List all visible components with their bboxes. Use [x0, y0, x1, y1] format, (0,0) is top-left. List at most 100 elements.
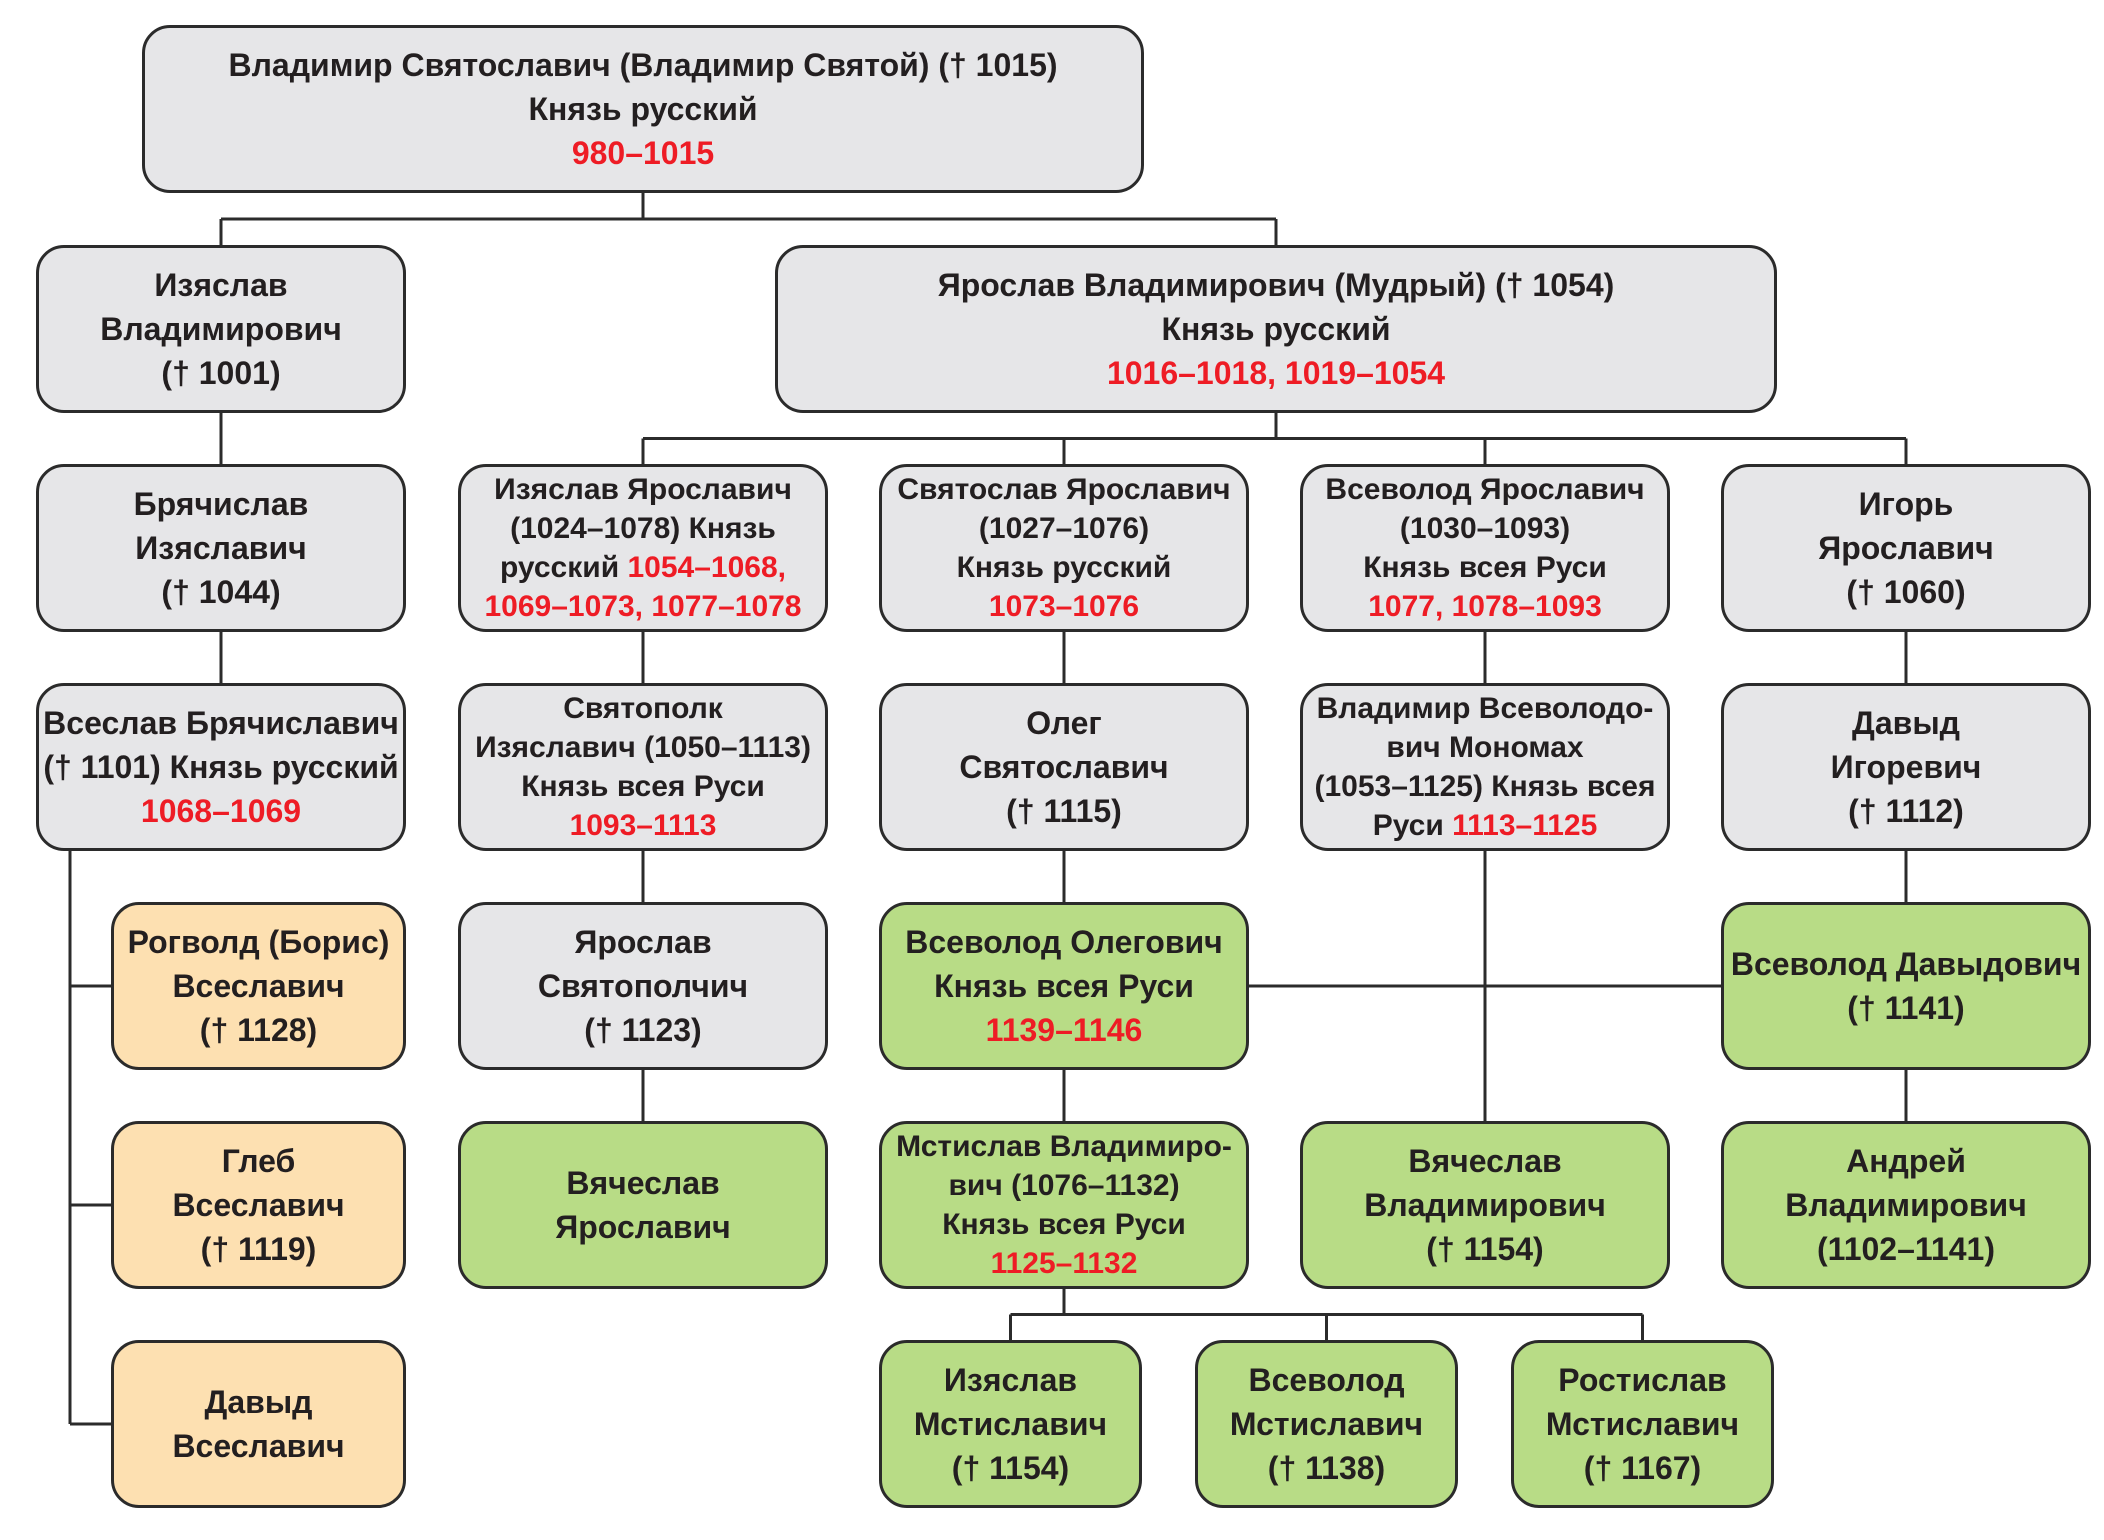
reign-dates: 1016–1018, 1019–1054: [1106, 355, 1446, 391]
person-box-line: Давыд: [1852, 705, 1960, 741]
person-box-line: Игоревич: [1830, 749, 1982, 785]
person-box-rogvold-vseslavich: Рогволд (Борис) Всеславич († 1128): [111, 902, 406, 1070]
reign-dates: 1125–1132: [990, 1247, 1138, 1280]
person-box-line: Ярослав Владимирович (Мудрый) († 1054): [937, 267, 1615, 303]
person-box-line: Глеб: [221, 1143, 296, 1179]
person-box-line: Всеслав Брячиславич: [43, 705, 399, 741]
person-box-line: Ярославич: [555, 1209, 731, 1245]
person-box-line: Изяслав: [943, 1362, 1078, 1398]
person-box-line: (1030–1093): [1399, 512, 1571, 545]
person-text: Руси: [1372, 809, 1453, 842]
person-box-line: Всеславич: [172, 968, 345, 1004]
person-box-line: Ярослав: [574, 924, 712, 960]
person-box-line: Князь всея Руси: [1363, 551, 1607, 584]
person-box-line: († 1154): [1426, 1231, 1544, 1267]
person-box-vsevolod-yaroslavich: Всеволод Ярославич (1030–1093) Князь всея …: [1300, 464, 1670, 632]
person-box-line: († 1060): [1846, 574, 1966, 610]
person-box-line: Князь всея Руси: [942, 1208, 1186, 1241]
person-box-vladimir-svyatoslavich: Владимир Святославич (Владимир Святой) (…: [142, 25, 1144, 193]
person-box-line: Святослав Ярославич: [897, 473, 1231, 506]
person-box-line: Мстислав Владимиро-: [896, 1130, 1232, 1163]
person-box-line: Изяслав Ярославич: [494, 473, 792, 506]
person-box-line: (1053–1125) Князь всея: [1314, 770, 1656, 803]
person-box-line: Изяслав: [154, 267, 288, 303]
person-box-line: Князь всея Руси: [934, 968, 1194, 1004]
person-box-line: († 1044): [161, 574, 281, 610]
person-box-line: Князь всея Руси: [521, 770, 765, 803]
person-box-line: Всеславич: [172, 1187, 345, 1223]
person-box-line: Всеволод Ярославич: [1325, 473, 1645, 506]
person-box-line: Владимирович: [1364, 1187, 1606, 1223]
reign-dates: 1054–1068,: [627, 551, 786, 584]
person-box-line: Владимир Всеволодо-: [1316, 692, 1654, 725]
person-box-line: Руси 1113–1125: [1373, 806, 1598, 845]
person-box-line: († 1119): [200, 1231, 317, 1267]
person-box-svyatoslav-yaroslavich: Святослав Ярославич (1027–1076) Князь русс…: [879, 464, 1249, 632]
person-box-line: вич Мономах: [1386, 731, 1584, 764]
reign-dates: 1077, 1078–1093: [1368, 590, 1602, 623]
person-box-line: (1027–1076): [978, 512, 1150, 545]
person-box-line: († 1154): [951, 1450, 1070, 1486]
reign-dates: 1139–1146: [985, 1012, 1143, 1048]
person-box-line: Андрей: [1846, 1143, 1966, 1179]
person-box-line: Владимир Святославич (Владимир Святой) (…: [228, 47, 1058, 83]
person-box-line: († 1115): [1006, 793, 1122, 829]
reign-dates: 1073–1076: [988, 590, 1140, 623]
reign-dates: 1069–1073, 1077–1078: [484, 590, 802, 623]
person-box-line: Давыд: [204, 1384, 313, 1420]
person-box-line: († 1101) Князь русский: [43, 749, 399, 785]
person-box-line: Владимирович: [100, 311, 342, 347]
person-box-line: († 1141): [1847, 990, 1965, 1026]
person-box-line: († 1128): [199, 1012, 318, 1048]
person-text: русский: [500, 551, 628, 584]
person-box-line: Вячеслав: [1408, 1143, 1562, 1179]
reign-dates: 1113–1125: [1452, 809, 1598, 842]
person-box-line: († 1001): [161, 355, 281, 391]
person-box-vsevolod-davydovich: Всеволод Давыдович(† 1141): [1721, 902, 2091, 1070]
person-box-line: Игорь: [1858, 486, 1954, 522]
person-box-line: Олег: [1026, 705, 1102, 741]
person-box-line: Вячеслав: [566, 1165, 720, 1201]
person-box-line: Всеволод Олегович: [905, 924, 1223, 960]
person-box-line: (1102–1141): [1817, 1231, 1995, 1267]
person-box-line: Всеволод: [1248, 1362, 1405, 1398]
person-box-line: Мстиславич: [913, 1406, 1108, 1442]
person-box-line: Мстиславич: [1229, 1406, 1424, 1442]
person-box-line: Князь русский: [956, 551, 1172, 584]
reign-dates: 1068–1069: [140, 793, 302, 829]
person-box-line: Брячислав: [133, 486, 309, 522]
person-box-line: (1024–1078) Князь: [510, 512, 776, 545]
person-box-line: Ярославич: [1818, 530, 1994, 566]
person-box-mstislav-vladimirovich: Мстислав Владимиро-вич (1076–1132)Князь …: [879, 1121, 1249, 1289]
person-box-line: русский 1054–1068,: [500, 548, 786, 587]
person-box-yaroslav-vladimirovich: Ярослав Владимирович (Мудрый) († 1054)Кн…: [775, 245, 1777, 413]
person-box-line: Мстиславич: [1545, 1406, 1740, 1442]
reign-dates: 1093–1113: [569, 809, 717, 842]
person-box-line: Всеславич: [172, 1428, 345, 1464]
person-box-vseslav-bryachislavich: Всеслав Брячиславич († 1101) Князь русски…: [36, 683, 406, 851]
person-box-line: Владимирович: [1785, 1187, 2027, 1223]
person-box-line: († 1123): [584, 1012, 702, 1048]
reign-dates: 980–1015: [571, 135, 715, 171]
person-box-line: († 1112): [1848, 793, 1964, 829]
person-box-line: Святополчич: [537, 968, 749, 1004]
person-box-line: Святославич: [959, 749, 1169, 785]
person-box-line: Князь русский: [528, 91, 758, 127]
person-box-line: Рогволд (Борис): [127, 924, 390, 960]
person-box-line: Изяславич (1050–1113): [475, 731, 811, 764]
